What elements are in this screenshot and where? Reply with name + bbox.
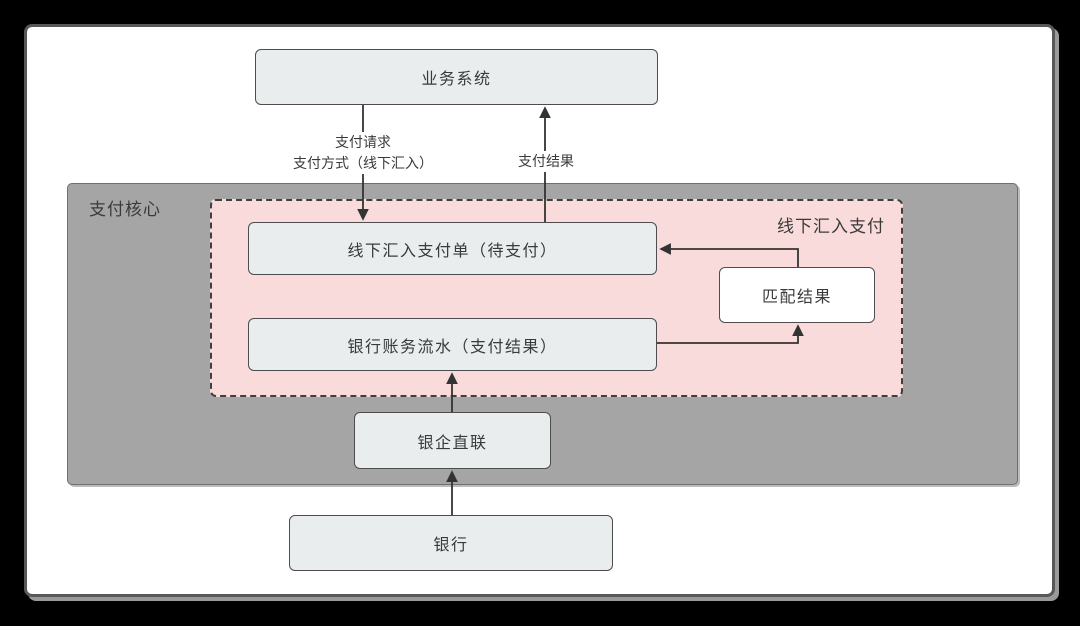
edge-label-payment-request-line1: 支付请求 [335,134,391,150]
edge-label-payment-request-line2: 支付方式（线下汇入） [293,155,433,171]
node-bank: 银行 [289,515,613,571]
node-offline-payment-order: 线下汇入支付单（待支付） [248,222,657,275]
edge-label-payment-request: 支付请求 支付方式（线下汇入） [290,132,436,174]
edge-label-payment-result: 支付结果 [515,151,577,172]
node-match-result: 匹配结果 [719,267,875,323]
container-offline-remit-payment-label: 线下汇入支付 [777,217,885,236]
node-business-system: 业务系统 [255,49,658,105]
container-payment-core-label: 支付核心 [89,200,161,219]
node-bank-statement-flow: 银行账务流水（支付结果） [248,318,657,371]
node-bank-direct-connect: 银企直联 [354,412,551,469]
